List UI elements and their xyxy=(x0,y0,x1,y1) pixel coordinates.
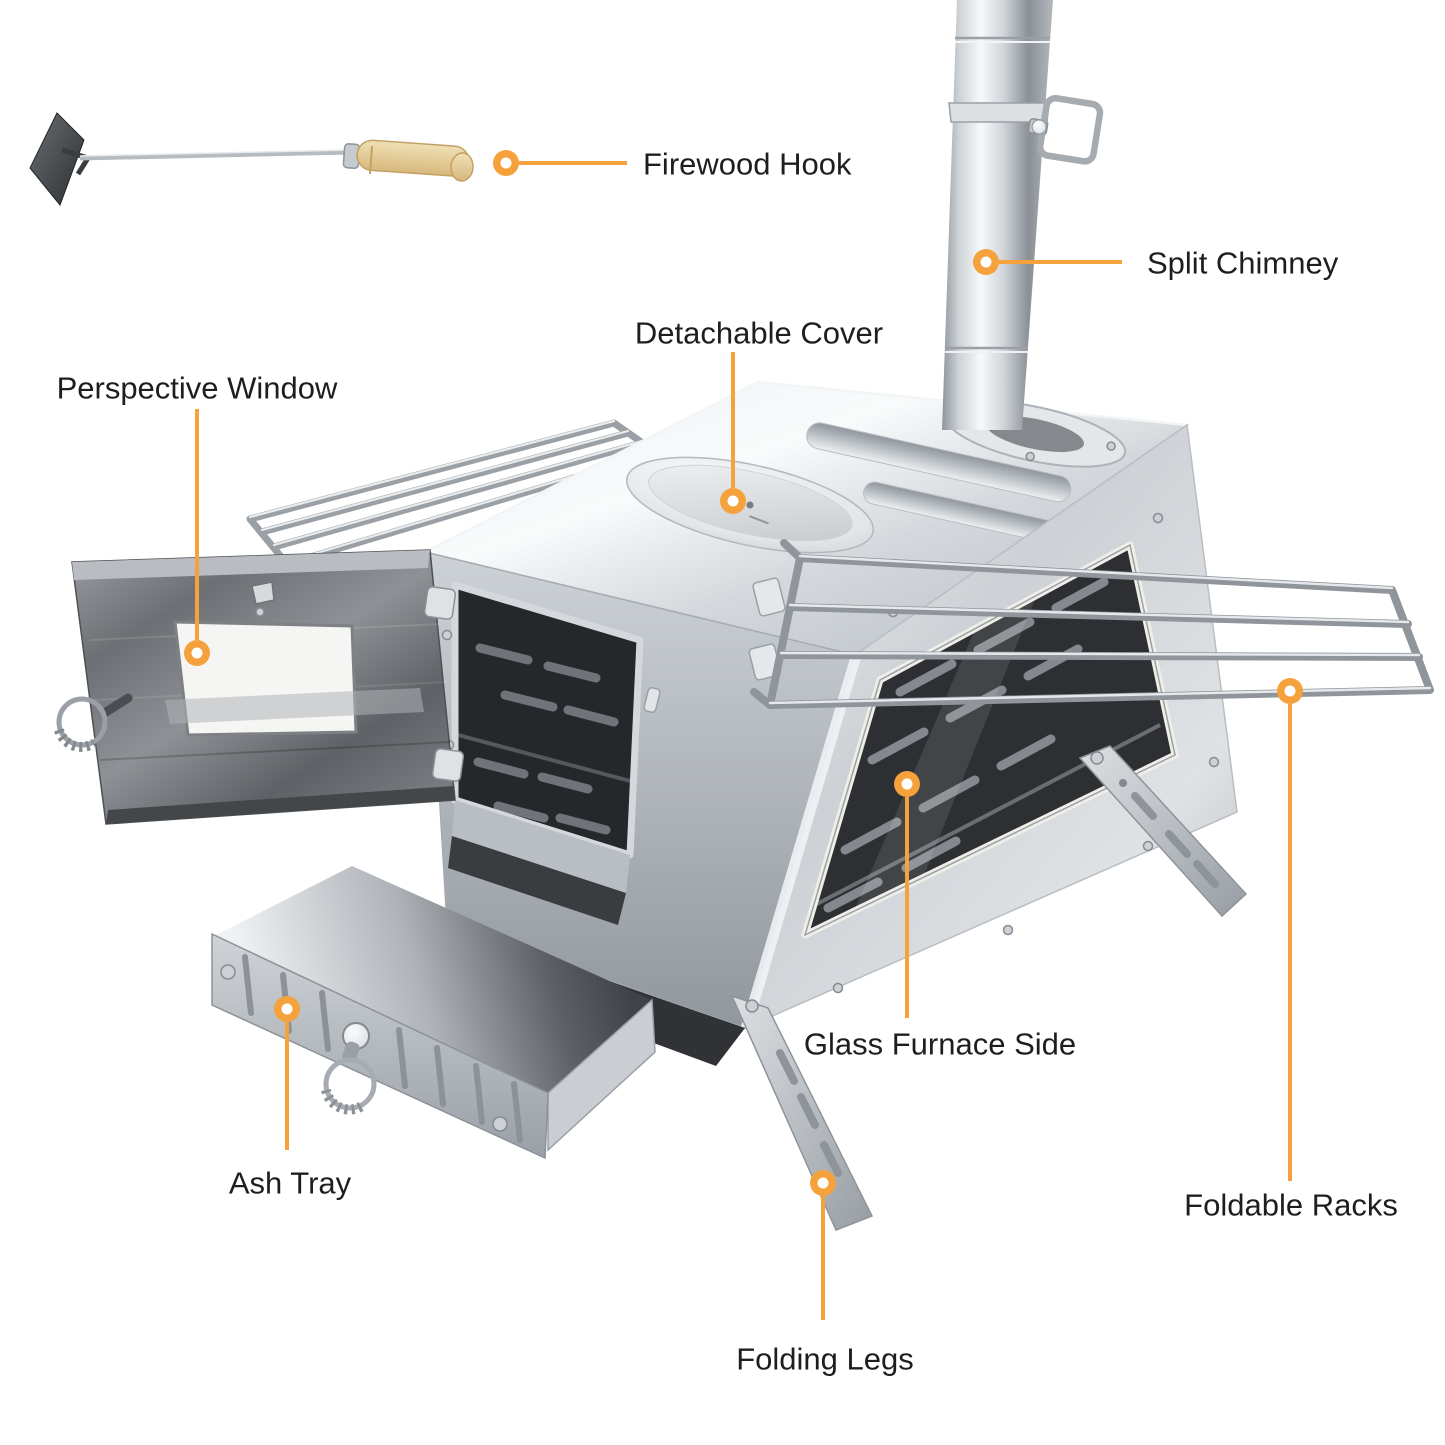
callout-perspective-window: Perspective Window xyxy=(57,371,338,666)
right-foldable-rack xyxy=(750,539,1434,709)
callout-label: Firewood Hook xyxy=(643,147,852,182)
split-chimney-illustration xyxy=(942,0,1104,430)
door-handle-bracket xyxy=(101,693,133,717)
callout-dot-center xyxy=(191,647,203,659)
ash-tray-illustration xyxy=(211,866,656,1160)
callout-label: Detachable Cover xyxy=(635,316,883,351)
callout-label: Foldable Racks xyxy=(1184,1188,1398,1223)
door-latch-keeper xyxy=(251,581,275,605)
callout-foldable-racks: Foldable Racks xyxy=(1184,678,1398,1223)
callout-label: Glass Furnace Side xyxy=(804,1027,1076,1062)
callout-dot-center xyxy=(281,1003,293,1015)
folding-legs-illustration xyxy=(730,745,1248,1231)
hook-blade xyxy=(29,112,85,206)
door-window-ledge xyxy=(165,688,424,724)
callout-detachable-cover: Detachable Cover xyxy=(635,316,883,514)
door-hinge-upper xyxy=(423,586,457,620)
callout-dot-center xyxy=(500,157,512,169)
tray-spring-coil xyxy=(321,1088,365,1115)
box-hinge-upper xyxy=(752,577,786,617)
firebox-sill xyxy=(452,800,630,893)
stove-door xyxy=(54,549,465,825)
callout-dot-center xyxy=(817,1177,829,1189)
callout-ash-tray: Ash Tray xyxy=(229,996,352,1201)
callout-label: Split Chimney xyxy=(1147,246,1339,281)
callout-label: Folding Legs xyxy=(736,1342,914,1377)
callout-dot-center xyxy=(980,256,992,268)
callout-dot-center xyxy=(727,495,739,507)
callout-label: Ash Tray xyxy=(229,1166,352,1201)
door-top-bevel xyxy=(72,550,430,580)
tray-pull-ring xyxy=(323,1057,377,1111)
detachable-cover-plate xyxy=(625,456,875,554)
tray-floor xyxy=(214,866,652,1093)
tray-right-wall xyxy=(547,998,656,1152)
callout-split-chimney: Split Chimney xyxy=(973,246,1339,281)
firewood-hook-illustration xyxy=(29,112,474,206)
tray-front-panel xyxy=(211,932,549,1160)
callout-glass-furnace-side: Glass Furnace Side xyxy=(804,771,1076,1062)
door-hinge-lower xyxy=(431,748,465,782)
damper-handle xyxy=(1027,94,1104,165)
door-latch-pin xyxy=(643,687,661,713)
callout-firewood-hook: Firewood Hook xyxy=(493,147,852,182)
callout-dot-center xyxy=(1284,685,1296,697)
callout-folding-legs: Folding Legs xyxy=(736,1170,914,1377)
callout-dot-center xyxy=(901,778,913,790)
firebox-opening xyxy=(455,585,640,855)
hook-rod xyxy=(79,149,351,161)
tray-slot-opening xyxy=(448,836,626,925)
door-spring-coil xyxy=(54,728,97,752)
chimney-pipe xyxy=(942,0,1053,430)
callout-label: Perspective Window xyxy=(57,371,338,406)
